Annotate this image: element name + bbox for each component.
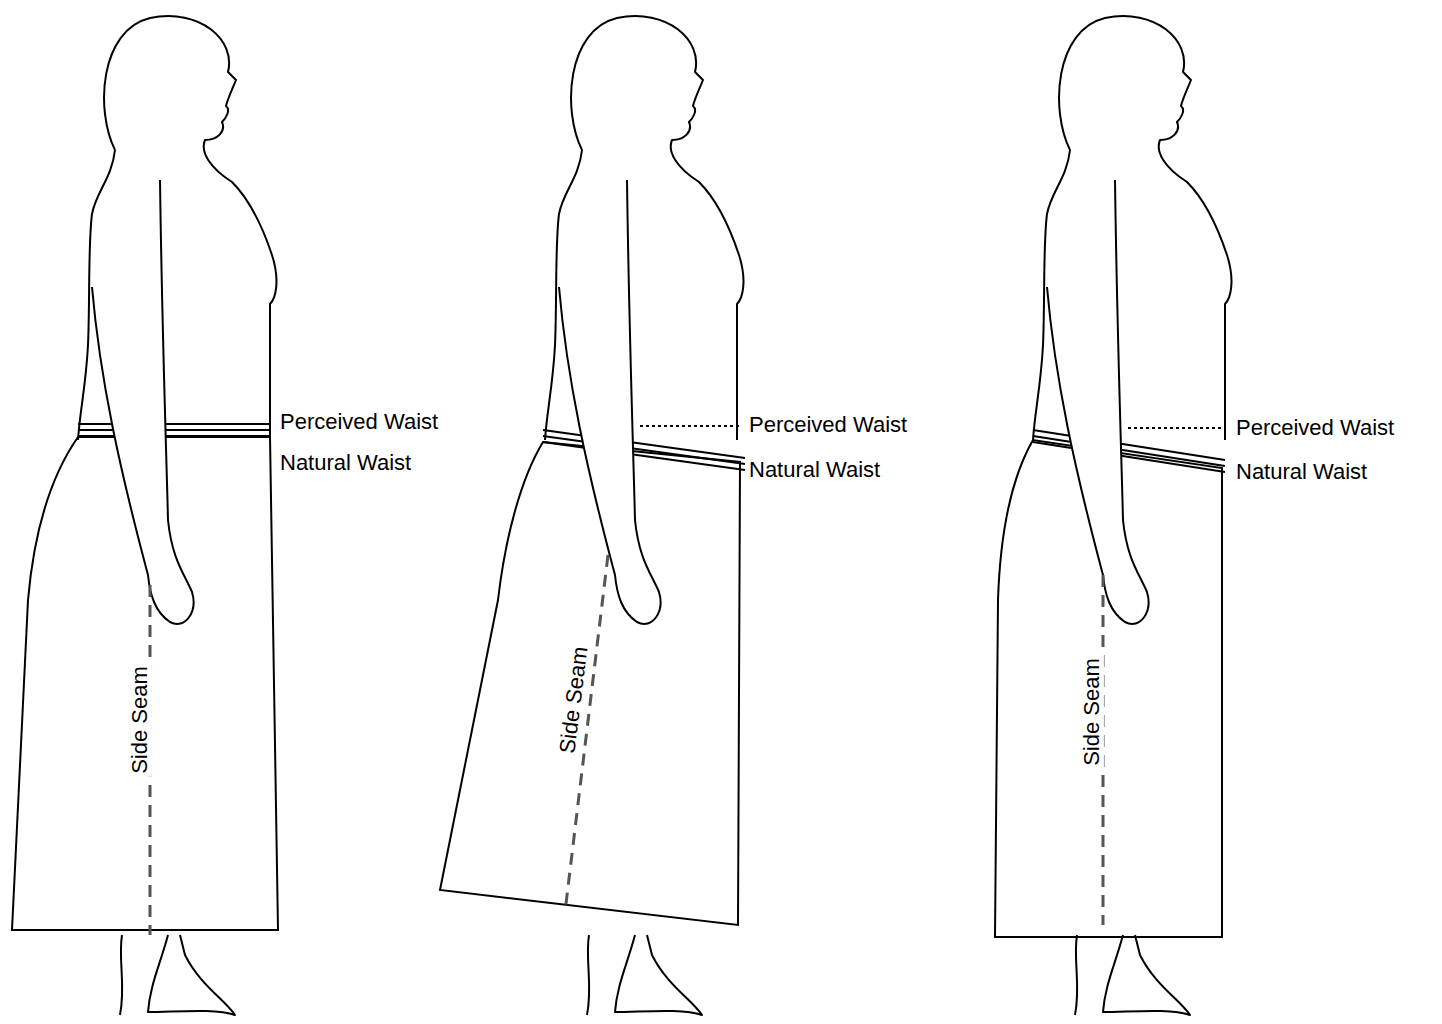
waist-label: Perceived Waist (280, 410, 438, 434)
waist-label: Natural Waist (280, 451, 411, 475)
waist-label: Natural Waist (1236, 460, 1367, 484)
waist-label: Perceived Waist (1236, 416, 1394, 440)
waist-label: Perceived Waist (749, 413, 907, 437)
waist-label: Natural Waist (749, 458, 880, 482)
seam-label: Side Seam (1080, 655, 1104, 769)
seam-label: Side Seam (128, 663, 152, 777)
